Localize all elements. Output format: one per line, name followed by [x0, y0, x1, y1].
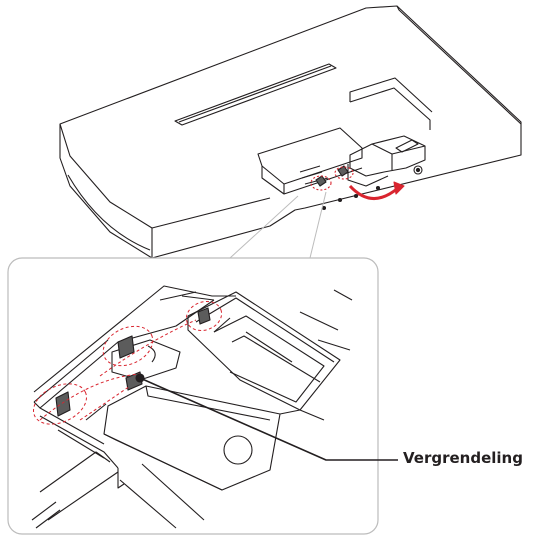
callout-leader-line: [139, 377, 398, 461]
curved-arrow-icon: [348, 184, 399, 200]
rear-panel-raised: [349, 87, 431, 130]
zoom-detail-content: [31, 285, 398, 529]
stand-hinge-bracket: [349, 135, 426, 177]
hook-left: [55, 391, 71, 417]
monitor-top-slot: [174, 63, 337, 126]
monitor-body-outline: [59, 5, 522, 259]
hook-highlights: [33, 300, 223, 425]
mount-hole: [223, 435, 253, 465]
hook-middle: [117, 335, 135, 359]
monitor-bezel-edge: [59, 123, 271, 229]
dot-icon: [135, 373, 145, 383]
hook-right: [197, 307, 211, 325]
monitor-back-view: [59, 5, 522, 259]
zoom-indicator-lines: [229, 191, 327, 259]
bracket-plate: [187, 291, 341, 411]
hook-highlight-top: [310, 175, 332, 191]
lock-callout-label: Vergrendeling: [403, 449, 523, 467]
